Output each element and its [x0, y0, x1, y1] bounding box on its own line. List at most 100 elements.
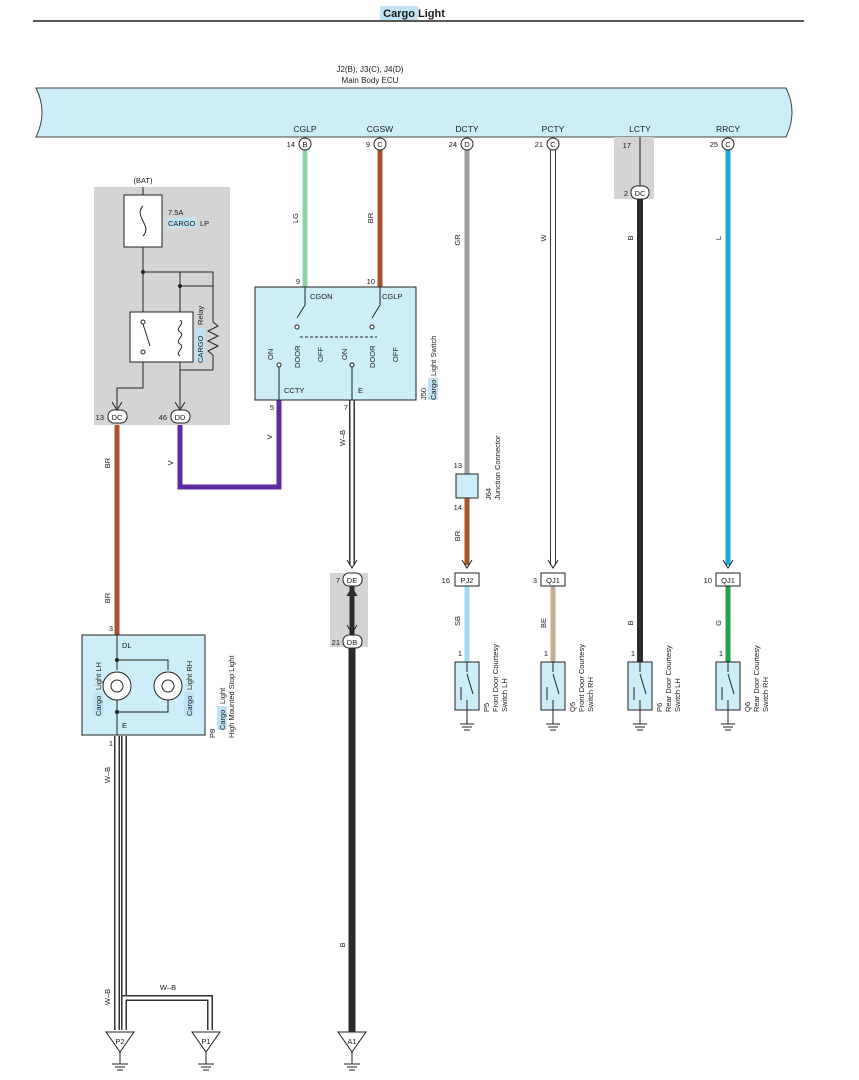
ecu-pin-circle-rrcy	[721, 137, 735, 151]
p5-switch-icon	[466, 673, 474, 695]
wire-wb-p1	[122, 996, 212, 1030]
switch-arm-left	[296, 287, 306, 319]
lcty-junction-pin: 2	[624, 189, 628, 198]
ecu-pin-circle-cgsw	[373, 137, 387, 151]
lamp-lh-name-rest: Light LH	[94, 662, 103, 690]
lamp-lh-bulb-icon	[102, 671, 132, 701]
fuse-icon	[139, 205, 147, 237]
p5-line2: Switch LH	[500, 678, 509, 712]
junction-connector-j64: 13 14 J64 Junction Connector	[454, 435, 502, 512]
lamp-label-dl: DL	[122, 641, 132, 650]
switch-name-rest: Light Switch	[429, 336, 438, 376]
ecu-pin-circle-dcty	[460, 137, 474, 151]
de-arrow-in	[346, 559, 358, 569]
ecu-pin-circle-cglp	[298, 137, 312, 151]
p6-pin: 1	[631, 649, 635, 658]
lamp-rh-name-hl: Cargo	[185, 696, 194, 716]
ground-p1-icon	[198, 1063, 214, 1071]
q5-id: Q5	[568, 702, 577, 712]
p6-id: P6	[655, 703, 664, 712]
switch-off-left: OFF	[316, 347, 325, 362]
lamp-box-name-hl: Cargo	[218, 710, 227, 730]
ground-p1-label: P1	[201, 1037, 210, 1046]
ground-p2-label: P2	[115, 1037, 124, 1046]
switch-label-cgon: CGON	[310, 292, 333, 301]
wire-label-v-1: V	[166, 460, 175, 465]
q6-arrow	[722, 559, 734, 569]
ground-p1-triangle	[191, 1031, 221, 1053]
lamp-box-name-highlight	[217, 706, 227, 730]
wire-label-w: W	[539, 234, 548, 242]
pin-label-13: 13	[96, 413, 104, 422]
relay-switch-arm	[142, 323, 151, 347]
conn-label-de: DE	[347, 576, 357, 585]
wire-label-wb-switch: W–B	[338, 430, 347, 446]
relay-name-rest: Relay	[196, 306, 205, 325]
wire-color-labels: LG BR GR W B L BR BR V V W–B BR SB BE B …	[103, 212, 723, 1005]
lamp-box-name-line1-rest: Light	[218, 687, 227, 704]
q5-line2: Switch RH	[586, 677, 595, 712]
ecu-pin-num-pcty: 21	[535, 140, 543, 149]
lamp-junction-top	[115, 658, 119, 662]
relay-contact-bottom	[140, 349, 146, 355]
pin-label-46: 46	[159, 413, 167, 422]
wire-label-lg: LG	[291, 213, 300, 223]
ecu-pin-name-cgsw: CGSW	[367, 124, 393, 134]
connector-db	[342, 634, 363, 649]
fuse-name-rest: LP	[200, 219, 209, 228]
door-switch-q6: QJ1 10 1 Q6 Rear Door Courtesy Switch RH	[704, 559, 770, 731]
ecu-pin-name-dcty: DCTY	[455, 124, 478, 134]
q5-ground-icon	[546, 723, 560, 731]
lamp-rh-name-rest: Light RH	[185, 661, 194, 690]
p5-arrow	[461, 559, 473, 569]
lamp-pin-1: 1	[109, 739, 113, 748]
ecu-pin-conn-dcty: D	[464, 140, 470, 149]
q5-pin: 1	[544, 649, 548, 658]
j64-body	[455, 473, 479, 499]
wire-v-relay-to-switch	[177, 400, 282, 490]
switch-label-ccty: CCTY	[284, 386, 304, 395]
q5-switch-icon	[552, 673, 560, 695]
wire-label-wb-lamp-2: W–B	[103, 989, 112, 1005]
switch-pin-7: 7	[344, 403, 348, 412]
ecu-pin-circle-pcty	[546, 137, 560, 151]
switch-door-right: DOOR	[368, 345, 377, 368]
j64-pin-13: 13	[454, 461, 462, 470]
lamp-pin-3: 3	[109, 624, 113, 633]
q5-conn: QJ1	[546, 576, 560, 585]
relay-coil-feed	[143, 271, 214, 322]
ground-a1-icon	[344, 1063, 360, 1071]
ecu-pin-name-lcty: LCTY	[629, 124, 651, 134]
ecu-pin-num-lcty: 17	[623, 141, 631, 150]
ecu-pin-labels: CGLP CGSW DCTY PCTY LCTY RRCY	[293, 124, 740, 134]
ecu-pin-num-dcty: 24	[449, 140, 457, 149]
relay-body	[129, 311, 194, 363]
relay-out-left	[116, 362, 144, 408]
switch-id: J50	[419, 388, 428, 400]
cargo-light-lamp-assembly: 3 DL E 1 Cargo Light LH Cargo Light RH P…	[81, 624, 236, 748]
ground-a1: A1	[337, 1031, 367, 1071]
q6-line2: Switch RH	[761, 677, 770, 712]
relay-fuse-box: (BAT) 7.5A CARGO LP CARGO Relay	[94, 176, 230, 425]
q6-switch-icon	[727, 673, 735, 695]
wire-label-l: L	[714, 236, 723, 240]
wire-label-br-cgsw: BR	[366, 212, 375, 223]
conn-label-dc: DC	[112, 413, 123, 422]
lamp-label-e: E	[122, 721, 127, 730]
lamp-lh-filament-icon	[110, 679, 124, 693]
wire-label-sb: SB	[453, 616, 462, 626]
switch-label-cglp: CGLP	[382, 292, 402, 301]
q6-conn: QJ1	[721, 576, 735, 585]
conn-label-dd: DD	[175, 413, 186, 422]
p5-line1: Front Door Courtesy	[491, 644, 500, 712]
q6-id: Q6	[743, 702, 752, 712]
wire-label-g: G	[714, 620, 723, 626]
inline-connector-de-db: DE 7 DB 21	[330, 559, 368, 649]
p5-ground-icon	[460, 723, 474, 731]
wire-label-wb-lamp-1: W–B	[103, 767, 112, 783]
de-arrow-out	[346, 587, 358, 597]
q6-pin: 1	[719, 649, 723, 658]
relay-name-hl: CARGO	[196, 335, 205, 363]
diagram-title: Cargo Light	[383, 8, 445, 20]
